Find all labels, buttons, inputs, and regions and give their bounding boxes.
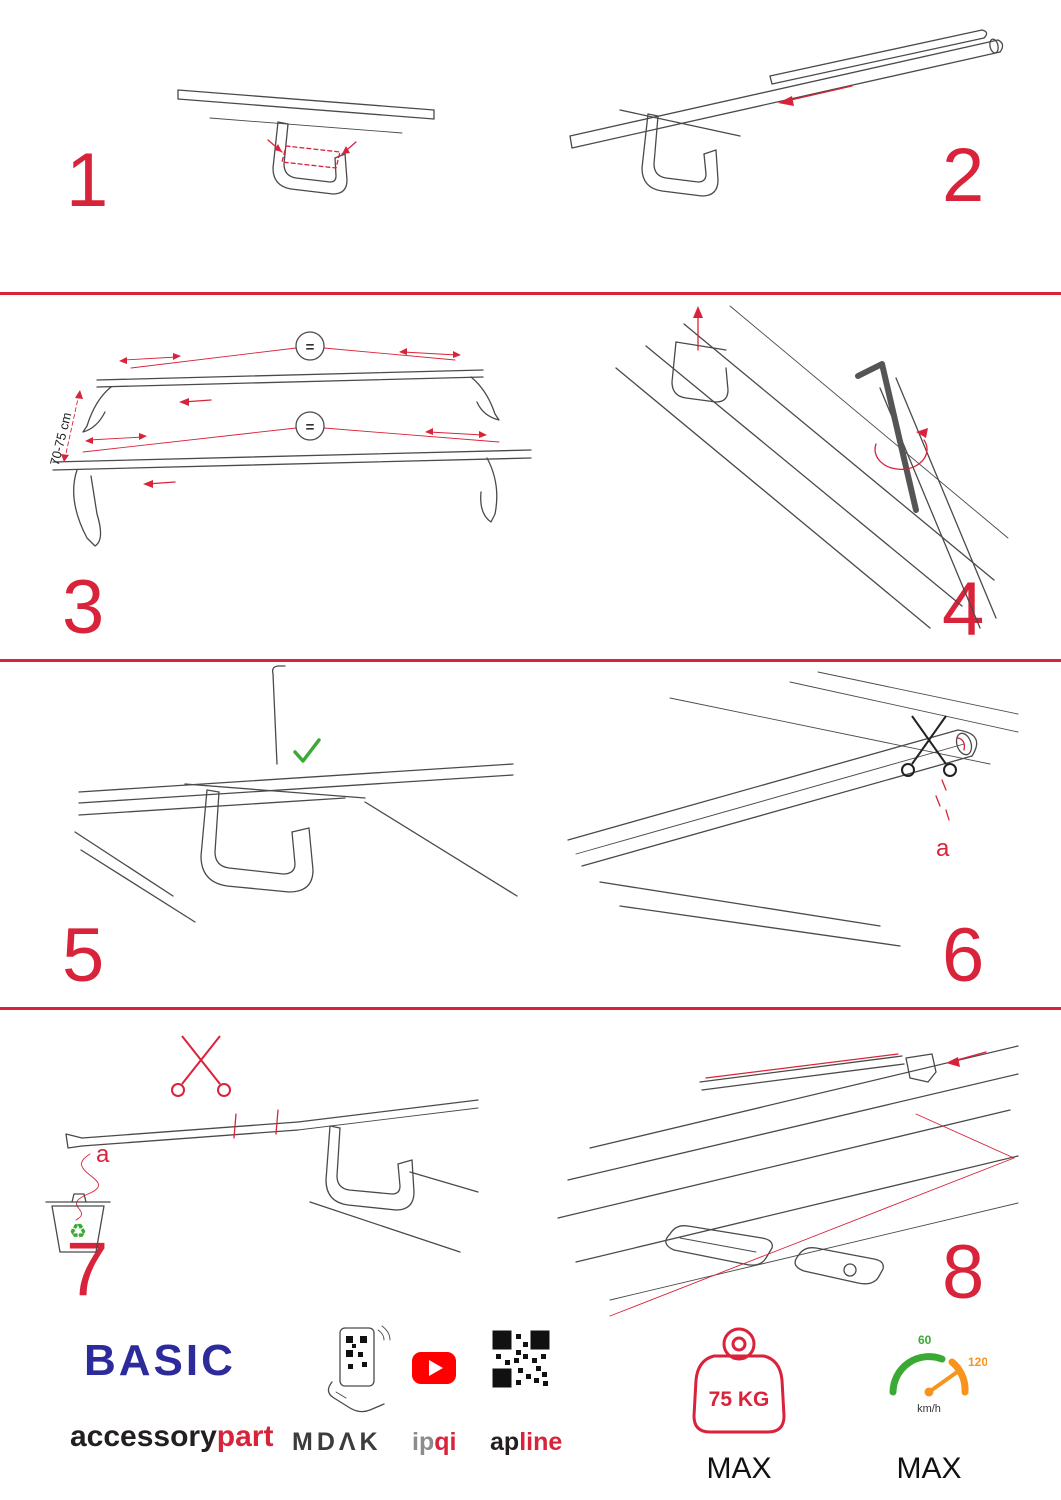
bar-distance-dimension: 70-75 cm (47, 390, 83, 467)
brand-logo: BASIC (84, 1336, 236, 1385)
step-4-number: 4 (942, 567, 985, 652)
sliding-cover-strip (769, 29, 988, 85)
partner-ipqi-red: qi (434, 1428, 457, 1456)
cut-piece-label: a (96, 1141, 110, 1168)
partner-apline-red: line (519, 1428, 563, 1456)
aero-bar-drawing (567, 729, 978, 867)
clamp-bracket-drawing (619, 109, 741, 197)
checkmark-icon (293, 738, 321, 763)
step-3-illustration: = = 70-75 cm (47, 331, 532, 547)
rear-crossbar-drawing (82, 369, 500, 433)
step-1-number: 1 (66, 138, 109, 223)
trash-bin-icon: ♻ (45, 1193, 111, 1253)
tighten-rotation-arrow (874, 428, 928, 471)
section-divider-3 (0, 1007, 1061, 1010)
cut-point-label: a (936, 835, 950, 862)
crossbar-with-strip (699, 1053, 937, 1091)
step-2-illustration (569, 29, 1004, 197)
brand-word-black: accessory (70, 1420, 217, 1453)
clamp-bracket-drawing (309, 1125, 479, 1253)
step-2-number: 2 (942, 133, 985, 218)
roof-panel-lines (557, 1045, 1019, 1301)
section-divider-1 (0, 292, 1061, 295)
step-5-illustration (74, 665, 518, 923)
allen-key-icon (855, 361, 919, 513)
step-4-illustration (615, 305, 1009, 629)
speed-tick-high: 120 (968, 1355, 987, 1369)
step-6-number: 6 (942, 913, 985, 998)
equal-sign-front: = (306, 419, 315, 436)
alignment-guide-lines (609, 1113, 1015, 1317)
tightening-rod-drawing (271, 665, 286, 765)
max-load-weight-icon: 75 KG (692, 1327, 786, 1434)
roof-bar-drawing (177, 89, 435, 134)
speedometer-icon: 60 120 km/h (889, 1333, 987, 1415)
partner-mdak: MDΛK (292, 1428, 382, 1456)
door-frame-drawing (74, 763, 518, 923)
speed-max-label: MAX (896, 1452, 962, 1485)
clamp-bracket-drawing (272, 121, 348, 195)
partner-ipqi: ipqi (412, 1428, 456, 1457)
rubber-strip-drawing (65, 1099, 479, 1149)
cut-marks (935, 779, 950, 821)
slide-direction-arrow (778, 85, 853, 106)
partner-apline: apline (490, 1428, 562, 1457)
step-8-number: 8 (942, 1230, 985, 1315)
equal-spacing-guides: = = (82, 331, 500, 453)
partner-ipqi-gray: ip (412, 1428, 435, 1456)
scan-qr-phone-icon (327, 1325, 391, 1413)
bar-distance-label: 70-75 cm (47, 411, 75, 467)
youtube-icon (412, 1352, 456, 1384)
partner-apline-black: ap (490, 1428, 520, 1456)
fit-direction-arrow (946, 1051, 987, 1067)
max-load-label: MAX (706, 1452, 772, 1485)
connector-pieces (665, 1225, 884, 1285)
step-5-number: 5 (62, 913, 105, 998)
clamp-bracket-drawing (184, 783, 366, 893)
front-crossbar-drawing (52, 449, 532, 547)
speed-unit: km/h (917, 1403, 941, 1415)
discard-string-line (75, 1153, 99, 1221)
step-7-number: 7 (66, 1227, 109, 1312)
step-6-illustration: a (567, 671, 1019, 947)
step-3-number: 3 (62, 565, 105, 650)
rubber-pad-highlight (267, 139, 357, 169)
step-7-illustration: a ♻ (45, 1035, 479, 1253)
speed-tick-low: 60 (918, 1333, 932, 1347)
recycle-icon: ♻ (69, 1221, 87, 1243)
scissors-icon (171, 1035, 231, 1097)
step-8-illustration (557, 1045, 1019, 1317)
max-load-value: 75 KG (709, 1388, 770, 1411)
dimension-arrows (85, 348, 487, 488)
insert-up-arrow (693, 306, 703, 351)
brand-wordmark: accessorypart (70, 1420, 273, 1454)
roof-bar-drawing (569, 38, 1004, 149)
clamp-bracket-drawing (671, 341, 729, 403)
step-1-illustration (177, 89, 435, 195)
equal-sign-rear: = (306, 339, 315, 356)
section-divider-2 (0, 659, 1061, 662)
qr-code (492, 1330, 550, 1388)
brand-word-red: part (216, 1420, 274, 1453)
scissors-icon (901, 715, 957, 777)
roof-panel-lines (599, 671, 1019, 947)
